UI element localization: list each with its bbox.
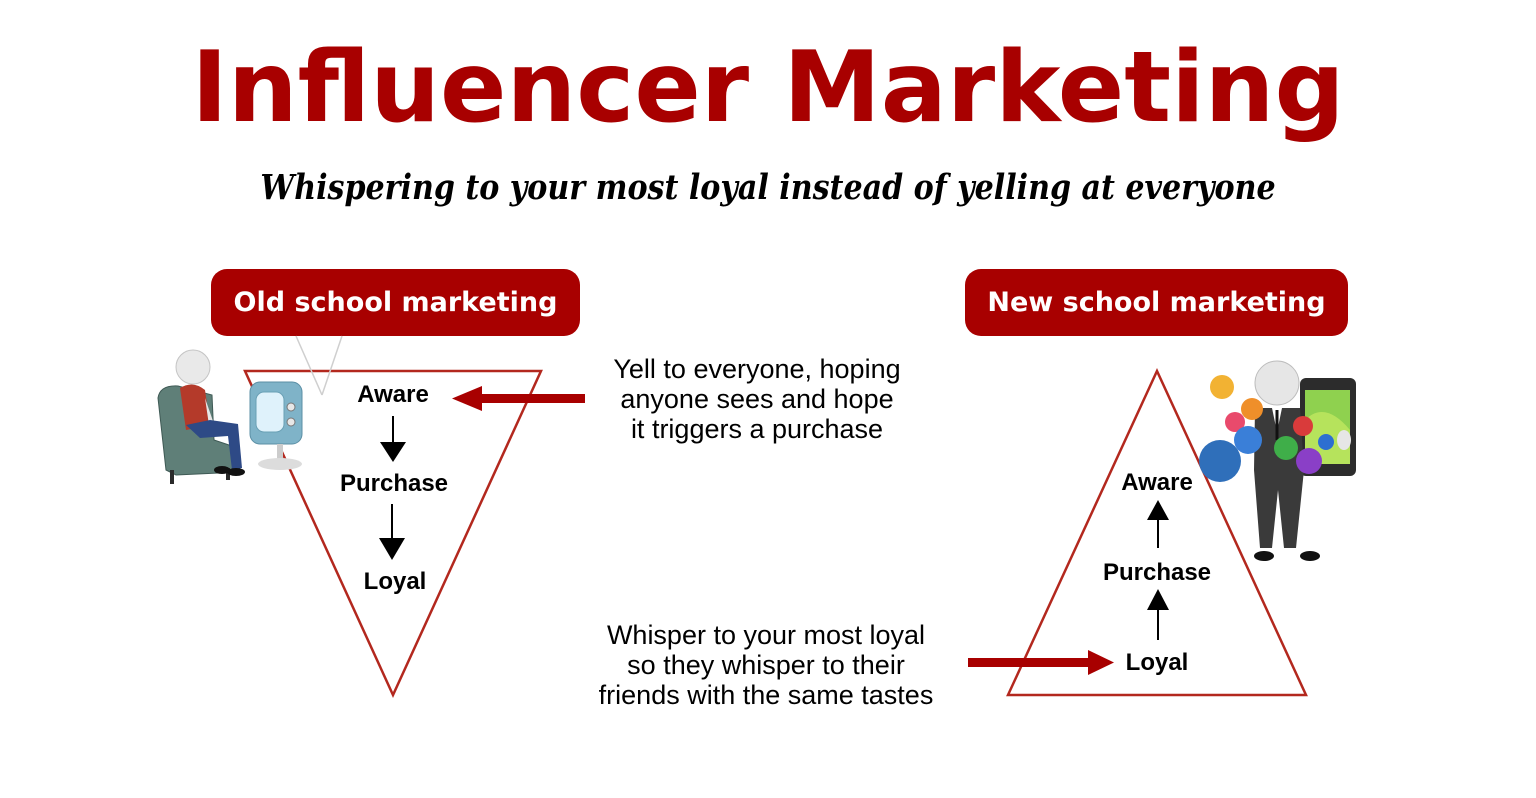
rss-icon <box>1241 398 1263 420</box>
new-school-label: New school marketing <box>965 269 1348 336</box>
old-stage-loyal: Loyal <box>363 568 427 595</box>
new-stage-purchase: Purchase <box>1102 559 1212 586</box>
arrow-up-icon <box>1147 500 1169 548</box>
thumbs-up-icon <box>1199 440 1241 482</box>
search-icon <box>1274 436 1298 460</box>
new-school-triangle <box>1006 368 1308 697</box>
page-subtitle: Whispering to your most loyal instead of… <box>260 167 1276 208</box>
share-icon <box>1296 448 1322 474</box>
caption-line: friends with the same tastes <box>598 680 934 710</box>
caption-line: Yell to everyone, hoping <box>613 354 901 384</box>
mail-icon <box>1293 416 1313 436</box>
businessman-smartphone-illustration <box>1199 360 1356 561</box>
camera-icon <box>1210 375 1234 399</box>
arrow-down-icon <box>380 416 406 462</box>
twitter-icon <box>1234 426 1262 454</box>
page-title: Influencer Marketing <box>191 31 1345 145</box>
caption-line: Whisper to your most loyal <box>606 620 926 650</box>
arrow-up-icon <box>1147 589 1169 640</box>
old-school-caption: Yell to everyone, hoping anyone sees and… <box>577 354 937 444</box>
arrow-left-icon <box>452 386 585 411</box>
heart-icon <box>1225 412 1245 432</box>
new-stage-aware: Aware <box>1121 469 1193 496</box>
caption-line: anyone sees and hope <box>620 384 894 414</box>
old-stage-purchase: Purchase <box>339 470 449 497</box>
caption-line: it triggers a purchase <box>630 414 884 444</box>
person-watching-tv-illustration <box>157 349 303 484</box>
star-icon <box>1318 434 1334 450</box>
new-school-caption: Whisper to your most loyal so they whisp… <box>556 620 976 710</box>
tv-antenna-icon <box>295 335 343 396</box>
old-stage-aware: Aware <box>357 381 429 408</box>
caption-line: so they whisper to their <box>627 650 905 680</box>
new-stage-loyal: Loyal <box>1125 649 1189 676</box>
old-school-label: Old school marketing <box>211 269 580 336</box>
arrow-down-icon <box>379 504 405 560</box>
old-school-inverted-triangle <box>243 369 543 699</box>
arrow-right-icon <box>968 650 1114 675</box>
